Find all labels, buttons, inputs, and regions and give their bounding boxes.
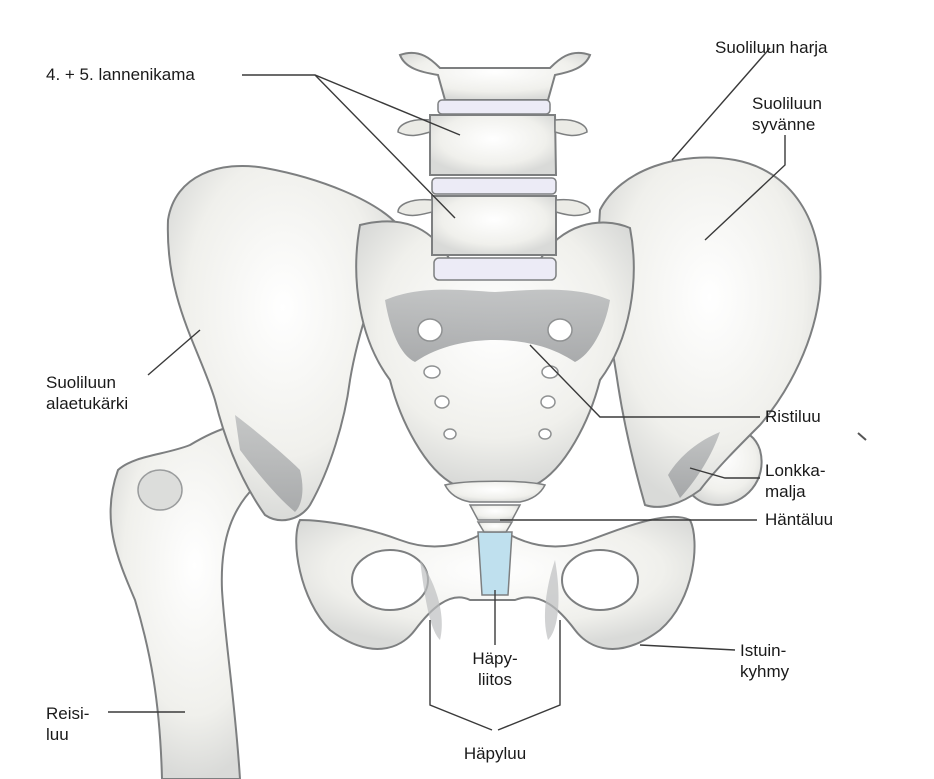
- left-obturator-foramen: [352, 550, 428, 610]
- leader-asis: [148, 330, 200, 375]
- label-anterior-inferior-iliac-spine: Suoliluun alaetukärki: [46, 372, 128, 414]
- leader-ischial: [640, 645, 735, 650]
- label-ischial-tuberosity: Istuin- kyhmy: [740, 640, 789, 682]
- label-sacrum: Ristiluu: [765, 406, 821, 427]
- label-pubic-symphysis: Häpy- liitos: [455, 648, 535, 690]
- label-coccyx: Häntäluu: [765, 509, 833, 530]
- label-iliac-crest: Suoliluun harja: [715, 37, 827, 58]
- stray-mark: [858, 433, 866, 440]
- label-lumbar-vertebrae: 4. + 5. lannenikama: [46, 64, 195, 85]
- label-iliac-fossa: Suoliluun syvänne: [752, 93, 822, 135]
- pubic-symphysis-shape: [478, 532, 512, 595]
- label-femur: Reisi- luu: [46, 703, 89, 745]
- right-ilium: [599, 157, 820, 506]
- label-acetabulum: Lonkka- malja: [765, 460, 825, 502]
- right-obturator-foramen: [562, 550, 638, 610]
- label-pubic-bone: Häpyluu: [440, 743, 550, 764]
- coccyx-shape: [445, 481, 545, 532]
